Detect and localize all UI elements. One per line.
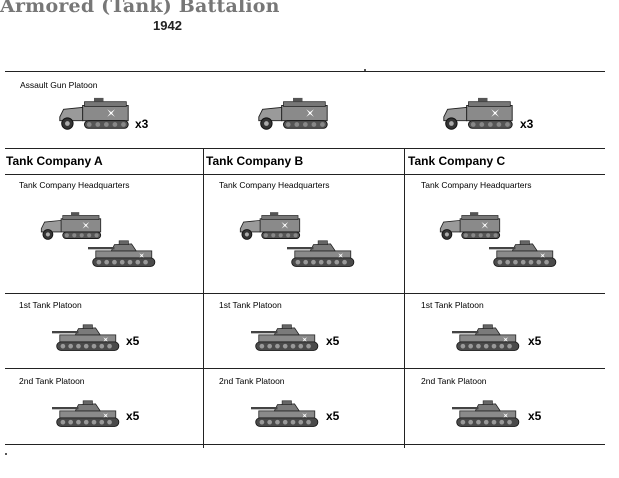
- divider-top: [5, 71, 605, 72]
- company-a-p2-label: 2nd Tank Platoon: [19, 376, 85, 386]
- assault-right-multiplier: x3: [520, 117, 534, 131]
- company-c-p1-multiplier: x5: [528, 334, 542, 348]
- divider-hq: [5, 293, 605, 294]
- divider-col-ab: [203, 148, 204, 448]
- company-a-title: Tank Company A: [6, 154, 103, 168]
- company-a-p1-multiplier: x5: [126, 334, 140, 348]
- medium-tank-icon: [452, 396, 522, 432]
- medium-tank-icon: [52, 396, 122, 432]
- assault-left-multiplier: x3: [135, 117, 149, 131]
- halftrack-icon: [440, 97, 516, 133]
- company-c-p1-label: 1st Tank Platoon: [421, 300, 484, 310]
- company-b-p1-multiplier: x5: [326, 334, 340, 348]
- company-c-p2-multiplier: x5: [528, 409, 542, 423]
- divider-p1: [5, 368, 605, 369]
- company-a-hq-label: Tank Company Headquarters: [19, 180, 130, 190]
- medium-tank-icon: [52, 320, 122, 356]
- company-c-hq-label: Tank Company Headquarters: [421, 180, 532, 190]
- page-title: Armored (Tank) Battalion: [0, 0, 280, 17]
- company-b-p1-label: 1st Tank Platoon: [219, 300, 282, 310]
- company-b-hq-label: Tank Company Headquarters: [219, 180, 330, 190]
- medium-tank-icon: [251, 396, 321, 432]
- medium-tank-icon: [287, 236, 357, 272]
- divider-companies: [5, 148, 605, 149]
- medium-tank-icon: [88, 236, 158, 272]
- divider-company-header: [5, 174, 605, 175]
- company-c-p2-label: 2nd Tank Platoon: [421, 376, 487, 386]
- company-b-p2-multiplier: x5: [326, 409, 340, 423]
- company-a-p1-label: 1st Tank Platoon: [19, 300, 82, 310]
- company-c-title: Tank Company C: [408, 154, 506, 168]
- divider-bottom: [5, 444, 605, 445]
- assault-gun-platoon-label: Assault Gun Platoon: [20, 80, 98, 90]
- medium-tank-icon: [489, 236, 559, 272]
- company-b-title: Tank Company B: [206, 154, 304, 168]
- company-a-p2-multiplier: x5: [126, 409, 140, 423]
- year-label: 1942: [153, 18, 182, 33]
- company-b-p2-label: 2nd Tank Platoon: [219, 376, 285, 386]
- medium-tank-icon: [452, 320, 522, 356]
- medium-tank-icon: [251, 320, 321, 356]
- halftrack-icon: [255, 97, 331, 133]
- halftrack-icon: [56, 97, 132, 133]
- stray-dot: [364, 69, 366, 71]
- stray-dot: [5, 453, 7, 455]
- divider-col-bc: [404, 148, 405, 448]
